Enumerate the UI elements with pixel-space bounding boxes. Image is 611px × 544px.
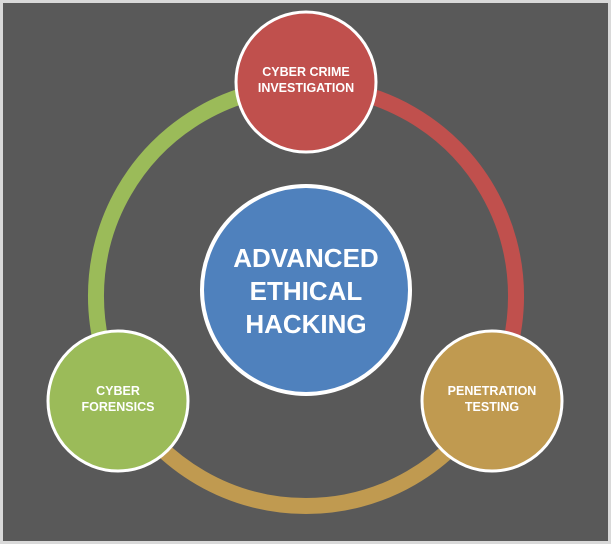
node-label-line-1: PENETRATION: [448, 384, 537, 398]
node-label-line-1: CYBER: [96, 384, 140, 398]
center-circle: [200, 184, 412, 396]
node-label-line-2: FORENSICS: [82, 400, 155, 414]
node-penetration-testing: PENETRATION TESTING: [420, 329, 564, 473]
center-label-line-2: ETHICAL: [250, 276, 363, 306]
node-cyber-crime-investigation: CYBER CRIME INVESTIGATION: [234, 10, 378, 154]
node-circle: [234, 10, 378, 154]
center-label-line-1: ADVANCED: [233, 243, 378, 273]
center-label-line-3: HACKING: [245, 309, 366, 339]
node-circle: [420, 329, 564, 473]
node-label-line-2: TESTING: [465, 400, 519, 414]
node-label-line-1: CYBER CRIME: [262, 65, 350, 79]
center-node: ADVANCED ETHICAL HACKING: [200, 184, 412, 396]
node-cyber-forensics: CYBER FORENSICS: [46, 329, 190, 473]
node-circle: [46, 329, 190, 473]
node-label-line-2: INVESTIGATION: [258, 81, 354, 95]
